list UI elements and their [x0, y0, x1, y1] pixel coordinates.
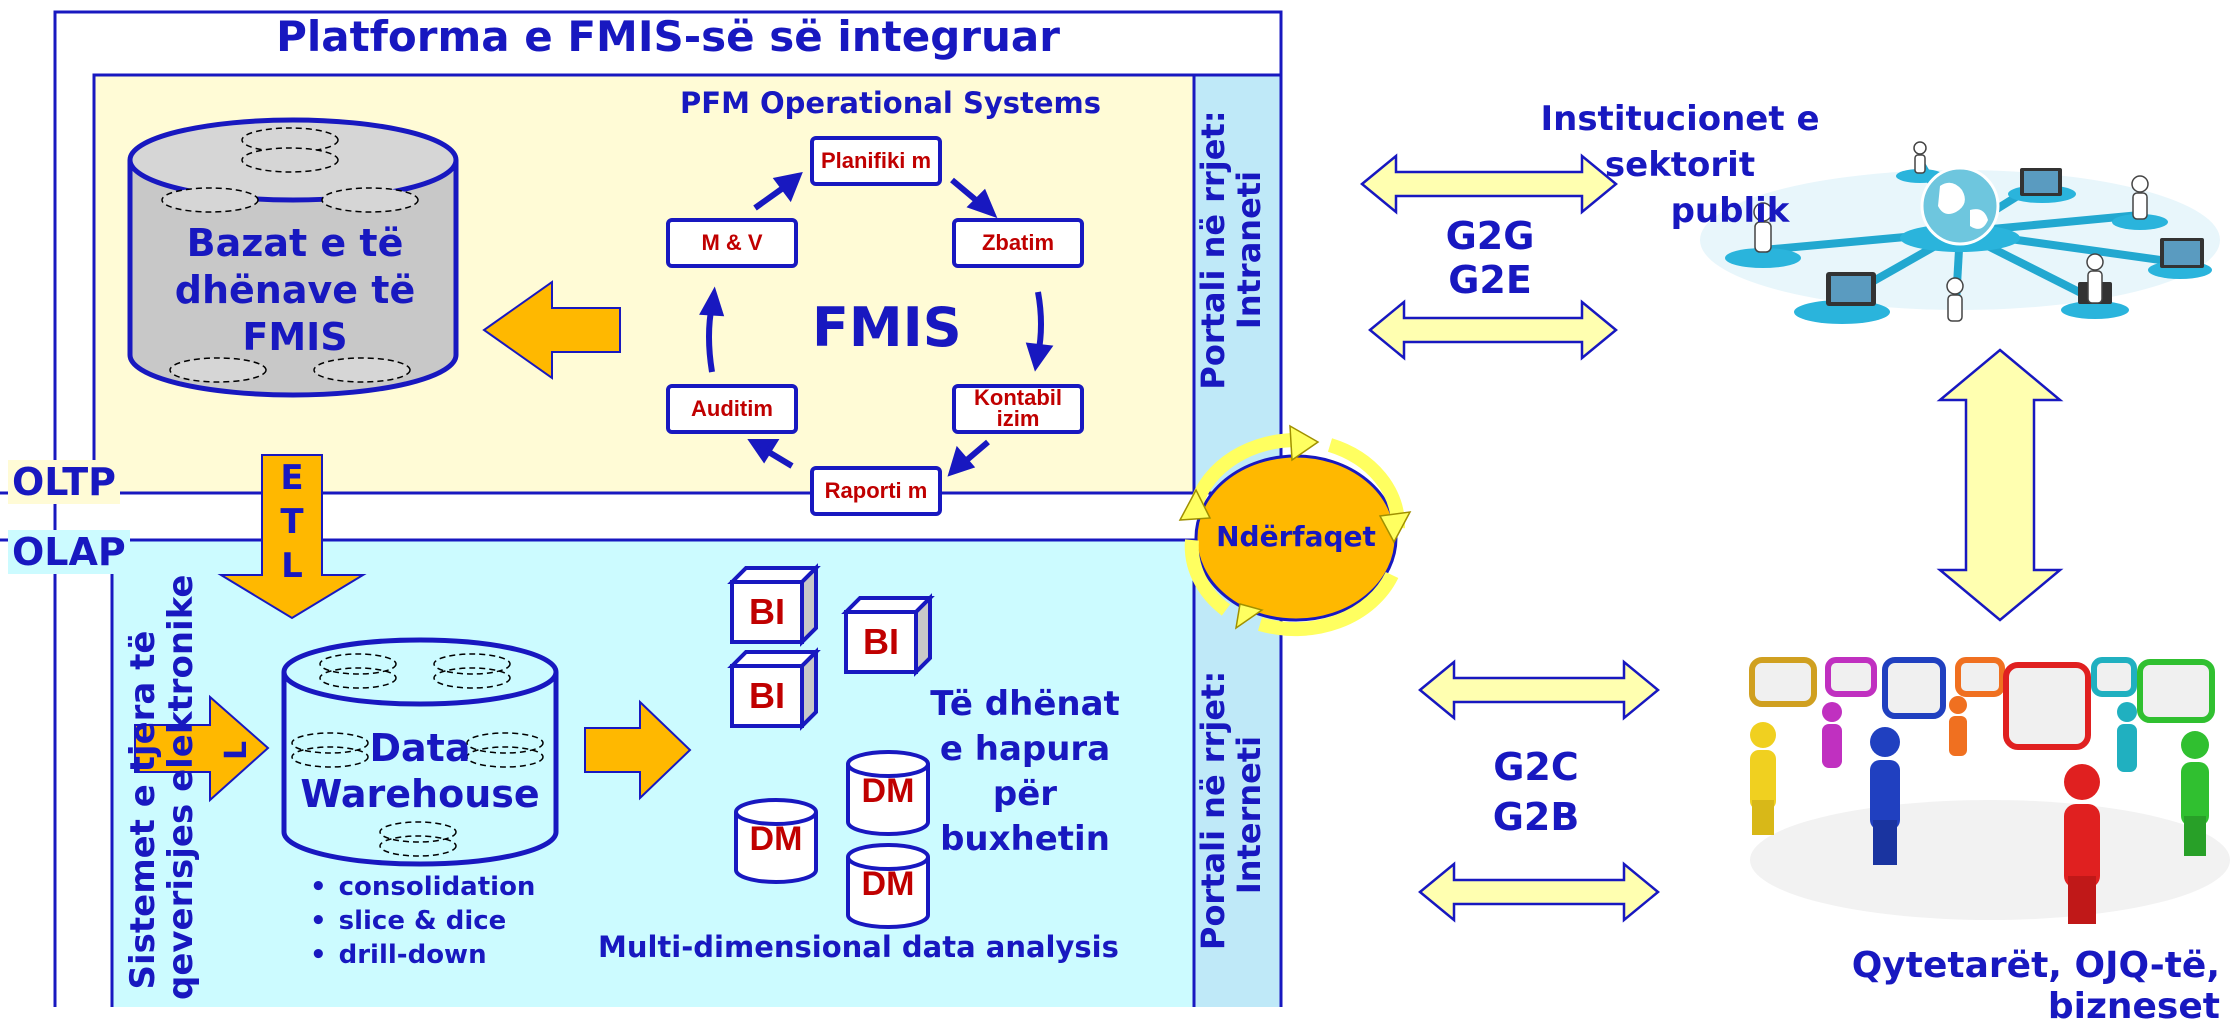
- cycle-planning: Planifiki m: [810, 136, 942, 186]
- dm-label-3: DM: [861, 865, 915, 903]
- interfaces-label: Ndërfaqet: [1216, 520, 1376, 553]
- dm-cylinders: [734, 750, 930, 929]
- oltp-label: OLTP: [8, 460, 120, 504]
- intranet-portal-strip: [1192, 73, 1283, 495]
- g2c-label: G2C: [1493, 745, 1579, 789]
- feature-slice-dice: slice & dice: [310, 904, 535, 938]
- g2c-g2b-label: G2C G2B: [1486, 742, 1586, 842]
- g2c-arrow-bottom: [1418, 861, 1660, 923]
- dm-label-1: DM: [861, 772, 915, 810]
- other-egov-systems-label: Sistemet e tjera të qeverisjes elektroni…: [123, 574, 202, 1000]
- g2g-g2e-label: G2G G2E: [1440, 214, 1540, 302]
- fmis-database-label: Bazat e të dhënave të FMIS: [174, 221, 416, 359]
- double-arrows: [1360, 153, 2064, 923]
- arrow-systems-to-warehouse: [134, 694, 270, 803]
- cycle-audit: Auditim: [666, 384, 798, 434]
- interfaces-ring: [1178, 424, 1412, 637]
- bi-label-1: BI: [749, 591, 785, 632]
- fmis-center-label: FMIS: [812, 296, 962, 359]
- arrow-to-database: [482, 280, 621, 380]
- warehouse-features-list: consolidation slice & dice drill-down: [310, 870, 536, 972]
- olap-label: OLAP: [8, 530, 130, 574]
- multidimensional-analysis-title: Multi-dimensional data analysis: [598, 930, 1119, 964]
- g2b-label: G2B: [1492, 795, 1580, 839]
- cycle-reporting: Raporti m: [810, 466, 942, 516]
- feature-consolidation: consolidation: [310, 870, 536, 904]
- intranet-portal-label: Portali në rrjet:Intraneti: [1194, 110, 1268, 390]
- bi-label-3: BI: [863, 621, 899, 662]
- vertical-arrow: [1936, 348, 2064, 622]
- fmis-database-cylinder: [127, 117, 459, 398]
- cycle-accounting: Kontabil izim: [952, 384, 1084, 434]
- operational-systems-title: PFM Operational Systems: [680, 86, 1102, 120]
- cycle-arrows: [699, 171, 1054, 477]
- network-illustration: [1700, 141, 2220, 324]
- other-egov-systems-fragment: L: [219, 740, 254, 760]
- citizens-illustration: [1749, 657, 2230, 924]
- g2g-label: G2G: [1445, 214, 1535, 258]
- internet-portal-label: Portali në rrjet:Interneti: [1194, 670, 1268, 950]
- bi-label-2: BI: [749, 675, 785, 716]
- cycle-monitoring: M & V: [666, 218, 798, 268]
- g2g-arrow-bottom: [1368, 299, 1618, 361]
- platform-title: Platforma e FMIS-së së integruar: [276, 12, 1060, 61]
- arrow-warehouse-to-bi: [584, 699, 692, 801]
- cycle-execution: Zbatim: [952, 218, 1084, 268]
- feature-drill-down: drill-down: [310, 938, 535, 972]
- bi-cubes: [727, 563, 935, 731]
- g2g-arrow-top: [1360, 153, 1618, 215]
- g2c-arrow-top: [1418, 659, 1660, 721]
- citizens-label: Qytetarët, OJQ-të, bizneset: [1851, 945, 2220, 1027]
- g2e-label: G2E: [1448, 258, 1532, 302]
- data-warehouse-cylinder: [281, 637, 559, 867]
- etl-arrow: [217, 454, 367, 620]
- dm-label-2: DM: [749, 820, 803, 858]
